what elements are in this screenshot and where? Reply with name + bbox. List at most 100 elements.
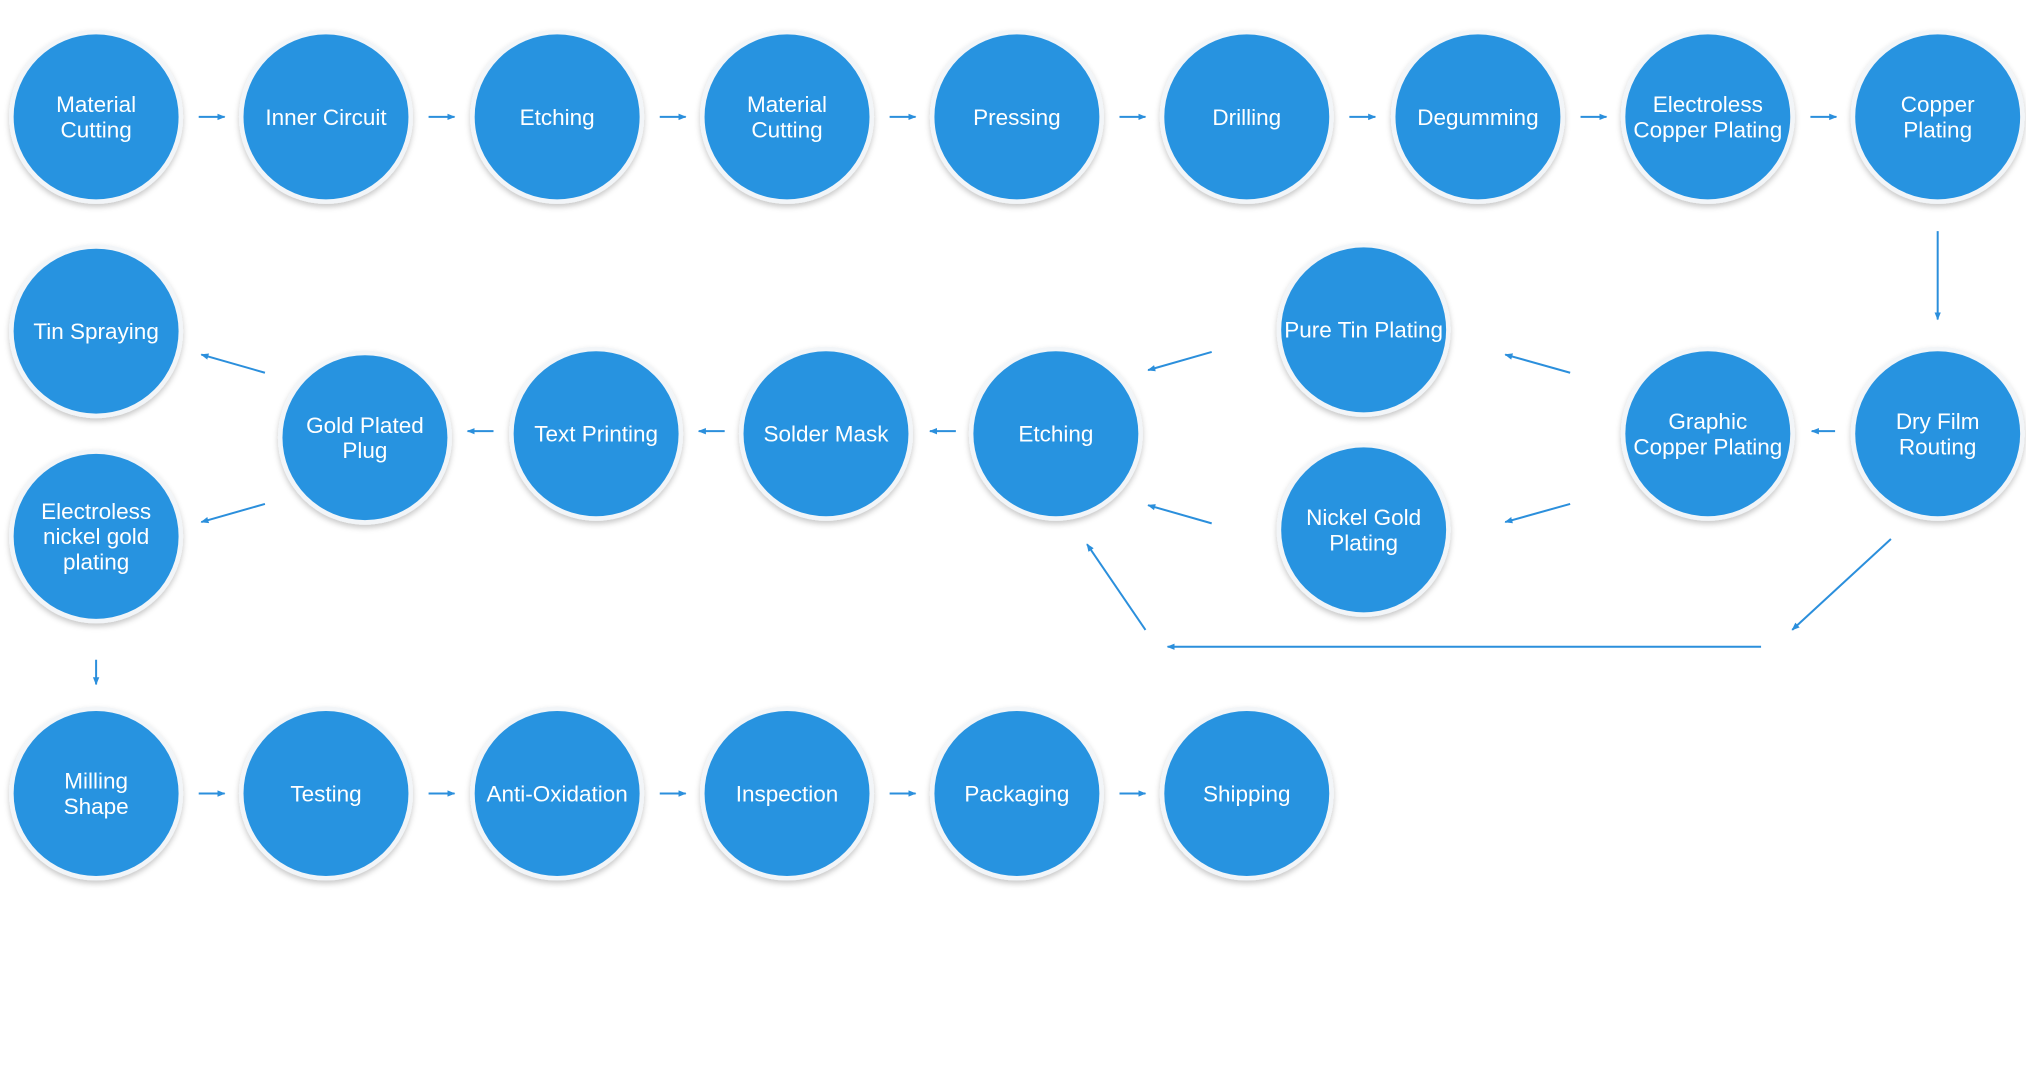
step-etching-1: Etching bbox=[470, 29, 645, 204]
flow-arrow-graphic-copper-plating-to-nickel-gold-plating bbox=[1504, 502, 1571, 524]
step-circle bbox=[243, 34, 409, 200]
step-circle bbox=[282, 355, 448, 521]
flow-arrow-gold-plated-plug-to-tin-spraying bbox=[200, 353, 266, 374]
step-drilling: Drilling bbox=[1159, 29, 1334, 204]
step-label: Pressing bbox=[973, 105, 1061, 130]
step-label: Etching bbox=[1018, 422, 1093, 447]
step-label-line: Drilling bbox=[1212, 105, 1281, 130]
flow-arrow-graphic-copper-plating-to-pure-tin-plating bbox=[1504, 353, 1571, 374]
step-circle bbox=[934, 34, 1100, 200]
step-label-line: Dry Film bbox=[1896, 409, 1980, 434]
step-label: Anti-Oxidation bbox=[486, 781, 627, 806]
flow-arrow-pure-tin-plating-to-etching-2 bbox=[1147, 350, 1212, 372]
step-label-line: Inspection bbox=[736, 781, 839, 806]
step-label: Drilling bbox=[1212, 105, 1281, 130]
step-label-line: Material bbox=[56, 92, 136, 117]
step-label-line: nickel gold bbox=[43, 524, 149, 549]
step-label-line: Text Printing bbox=[534, 422, 658, 447]
flow-arrow-gold-plated-plug-to-electroless-nickel-gold-plating bbox=[200, 502, 266, 524]
step-label-line: Solder Mask bbox=[763, 422, 889, 447]
step-label-line: Etching bbox=[1018, 422, 1093, 447]
step-label-line: Copper bbox=[1901, 92, 1975, 117]
step-circle bbox=[1625, 351, 1791, 517]
step-label-line: Shipping bbox=[1203, 781, 1291, 806]
step-label-line: Plug bbox=[342, 438, 387, 463]
step-circle bbox=[1281, 247, 1447, 413]
step-label-line: Degumming bbox=[1417, 105, 1538, 130]
step-text-printing: Text Printing bbox=[509, 346, 684, 521]
step-circle bbox=[1281, 447, 1447, 613]
step-label-line: Milling bbox=[64, 769, 128, 794]
step-label: Degumming bbox=[1417, 105, 1538, 130]
step-circle bbox=[1855, 34, 2021, 200]
step-circle bbox=[1625, 34, 1791, 200]
step-inspection: Inspection bbox=[700, 706, 875, 881]
step-label: Testing bbox=[290, 781, 361, 806]
step-circle bbox=[13, 711, 179, 876]
step-etching-2: Etching bbox=[968, 346, 1143, 521]
flow-arrow-junction-to-etching-2 bbox=[1086, 543, 1147, 631]
step-label: Inspection bbox=[736, 781, 839, 806]
step-label-line: Cutting bbox=[60, 117, 131, 142]
step-circle bbox=[973, 351, 1139, 517]
step-circle bbox=[704, 34, 870, 200]
step-label-line: Material bbox=[747, 92, 827, 117]
step-label-line: Copper Plating bbox=[1633, 117, 1782, 142]
step-circle bbox=[13, 34, 179, 200]
step-packaging: Packaging bbox=[929, 706, 1104, 881]
step-label: Pure Tin Plating bbox=[1284, 318, 1443, 343]
step-label-line: Plating bbox=[1903, 117, 1972, 142]
step-circle bbox=[13, 453, 179, 619]
step-inner-circuit: Inner Circuit bbox=[238, 29, 413, 204]
step-anti-oxidation: Anti-Oxidation bbox=[470, 706, 645, 881]
step-label-line: Gold Plated bbox=[306, 413, 424, 438]
step-label-line: Cutting bbox=[751, 117, 822, 142]
step-label-line: Plating bbox=[1329, 530, 1398, 555]
step-label-line: Routing bbox=[1899, 434, 1977, 459]
step-testing: Testing bbox=[238, 706, 413, 881]
flow-arrows bbox=[92, 113, 1941, 797]
step-circle bbox=[1855, 351, 2021, 517]
step-label-line: Copper Plating bbox=[1633, 434, 1782, 459]
step-circle bbox=[513, 351, 679, 517]
step-circle bbox=[934, 711, 1100, 876]
step-circle bbox=[743, 351, 909, 517]
step-label-line: Nickel Gold bbox=[1306, 505, 1421, 530]
step-tin-spraying: Tin Spraying bbox=[9, 244, 184, 419]
step-circle bbox=[243, 711, 409, 876]
step-label-line: Electroless bbox=[1653, 92, 1763, 117]
step-circle bbox=[474, 34, 640, 200]
step-circle bbox=[474, 711, 640, 876]
step-pure-tin-plating: Pure Tin Plating bbox=[1276, 242, 1451, 417]
step-pressing: Pressing bbox=[929, 29, 1104, 204]
step-label-line: Anti-Oxidation bbox=[486, 781, 627, 806]
step-label-line: Shape bbox=[64, 794, 129, 819]
flow-arrow-nickel-gold-plating-to-etching-2 bbox=[1147, 504, 1212, 525]
step-label-line: Tin Spraying bbox=[33, 319, 158, 344]
step-label-line: Graphic bbox=[1668, 409, 1747, 434]
step-label: Text Printing bbox=[534, 422, 658, 447]
step-circle bbox=[1164, 34, 1330, 200]
step-label: Solder Mask bbox=[763, 422, 889, 447]
step-circle bbox=[1164, 711, 1330, 876]
